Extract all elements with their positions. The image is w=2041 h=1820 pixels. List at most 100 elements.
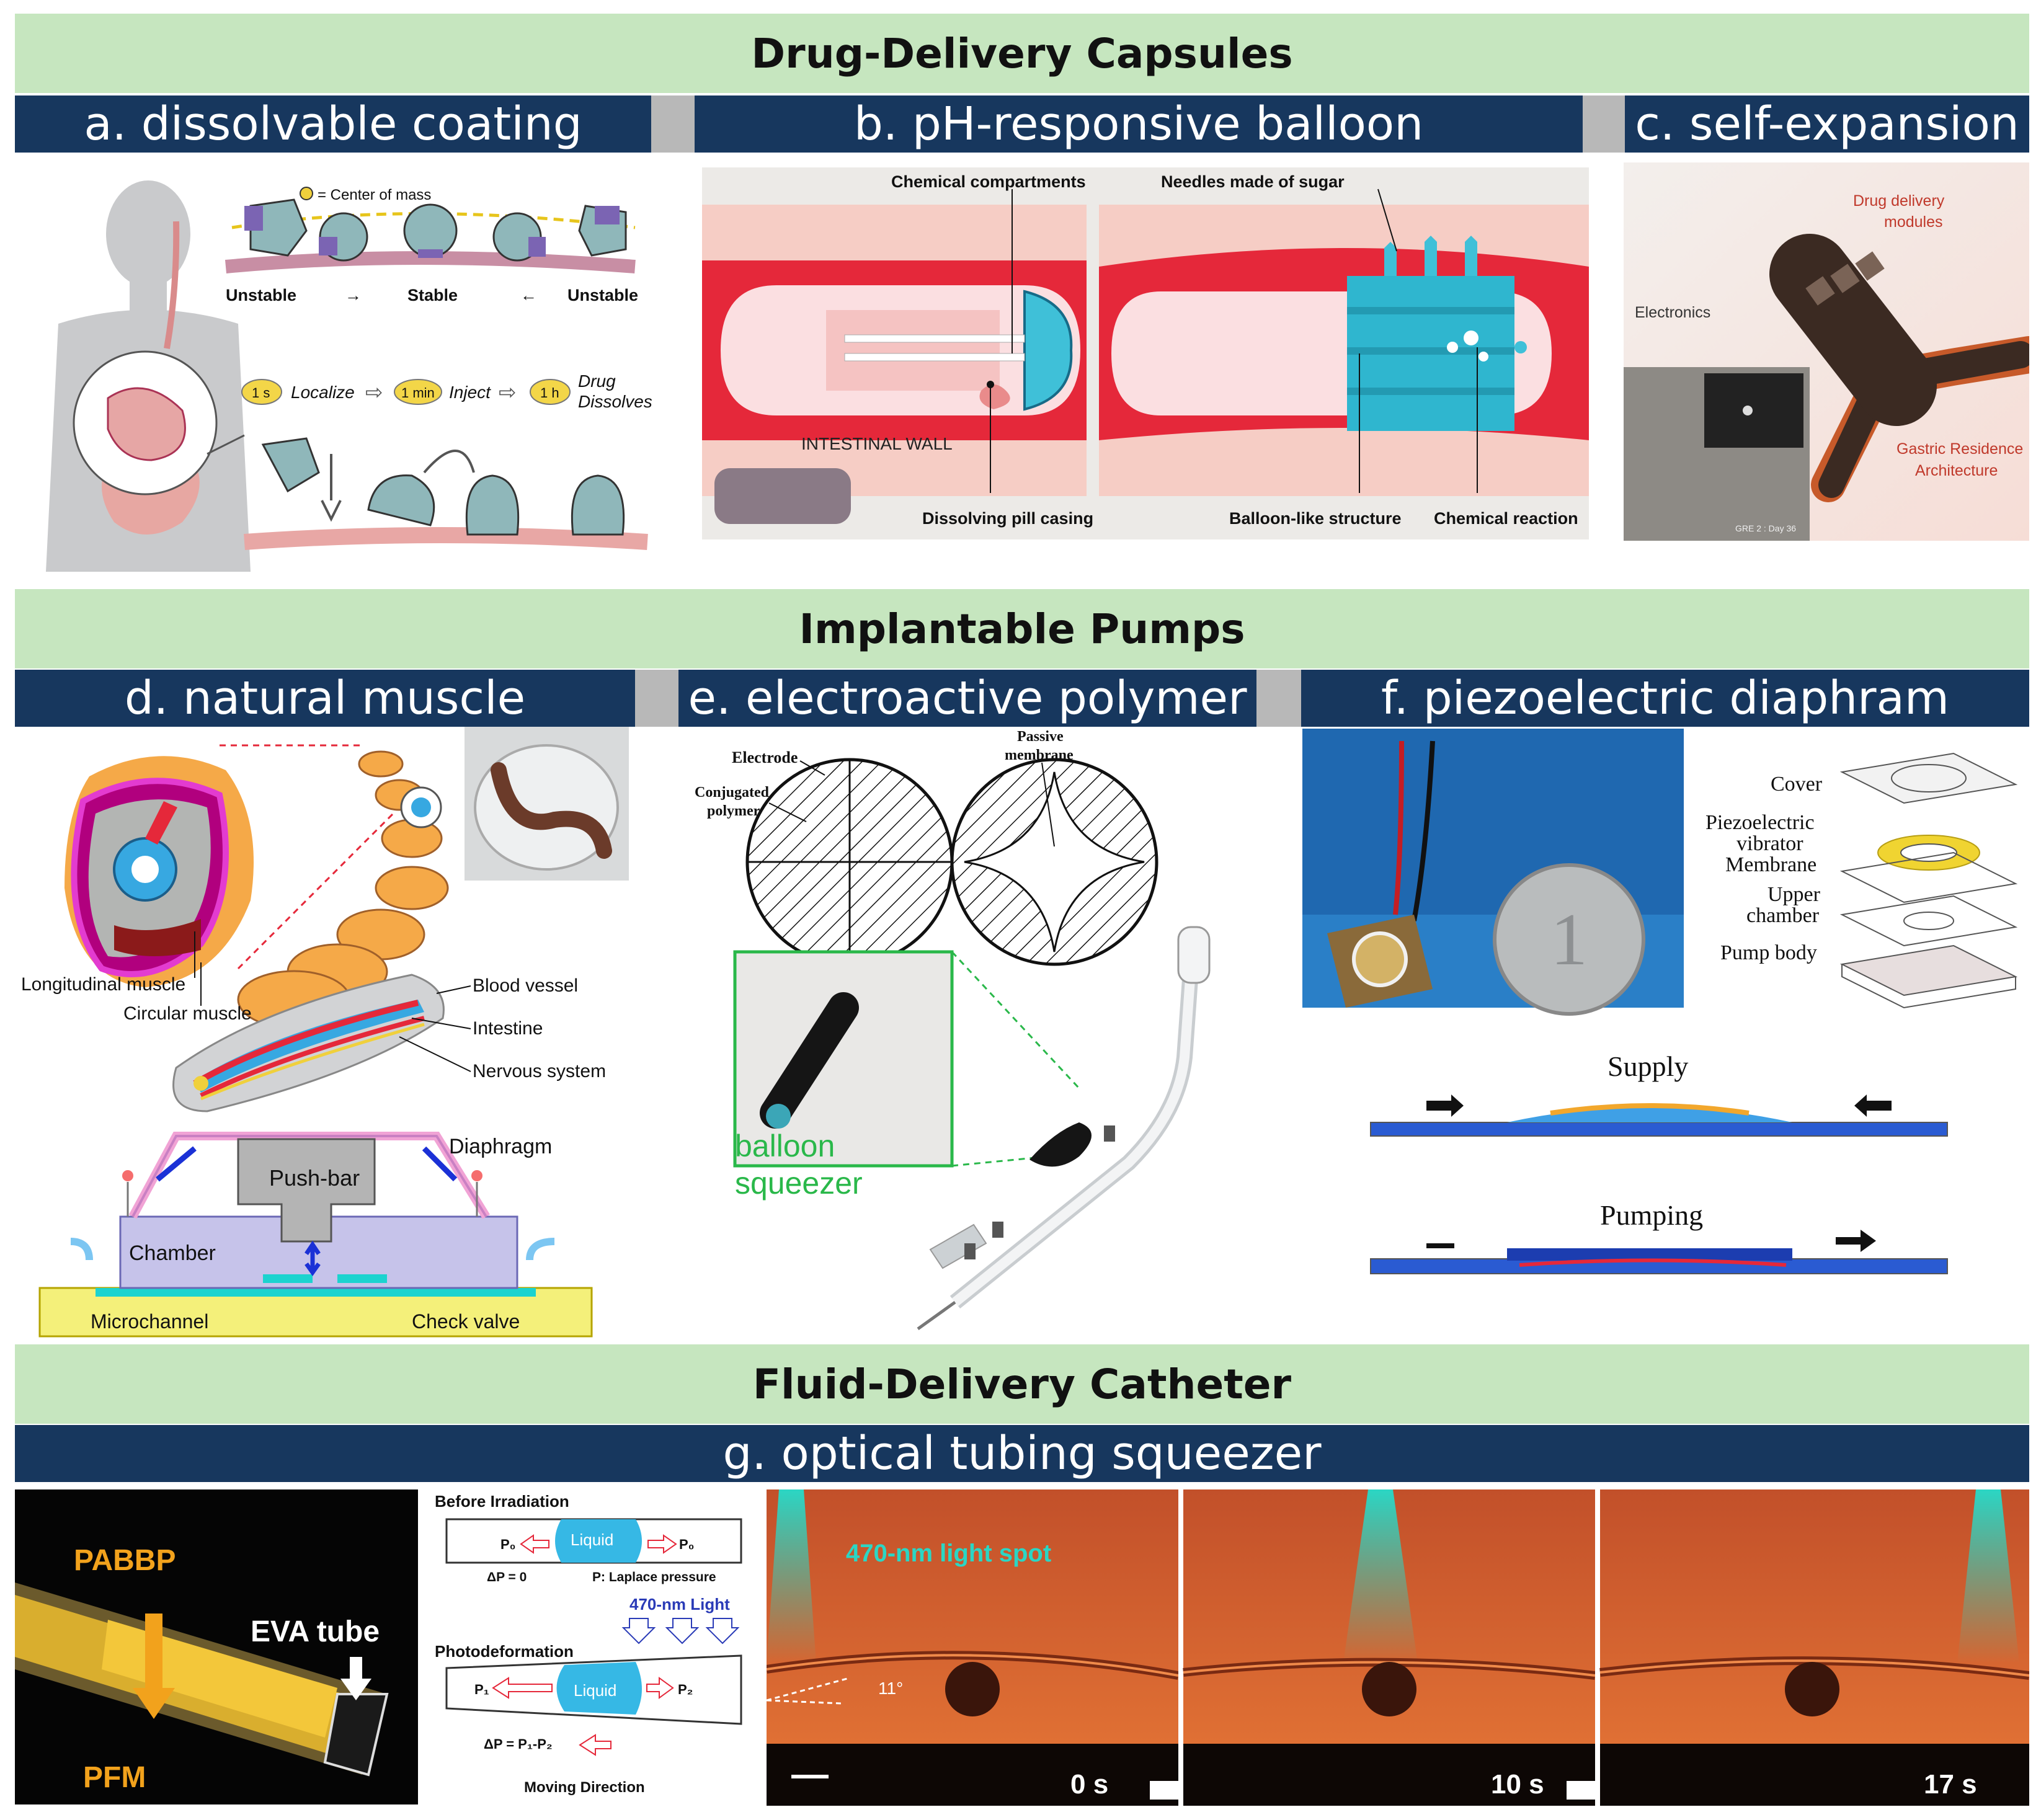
section-header-capsules: Drug-Delivery Capsules: [15, 14, 2029, 93]
panel-g-title: g. optical tubing squeezer: [15, 1425, 2029, 1482]
pabbp-label: PABBP: [74, 1544, 176, 1577]
conjugated-label-2: polymer: [707, 803, 760, 819]
capsule-left-scene: [702, 189, 1087, 524]
microchannel-label: Microchannel: [91, 1310, 208, 1333]
panel-title-text: f. piezoelectric diaphram: [1381, 672, 1949, 725]
liquid-label-2: Liquid: [574, 1681, 616, 1700]
unstable-right-label: Unstable: [567, 286, 638, 304]
panel-b-figure: Chemical compartments Needles made of su…: [702, 167, 1589, 539]
tissue-wall-top: [225, 251, 636, 273]
timelapse-svg: 470-nm light spot 11° 0 s 10 s 17 s: [767, 1489, 2029, 1806]
p1-label: P₁: [474, 1682, 489, 1697]
angle-label: 11°: [878, 1679, 903, 1698]
step3-label-1: Drug: [578, 371, 616, 391]
dp0-label: ΔP = 0: [487, 1570, 527, 1584]
panel-a-title: a. dissolvable coating: [15, 95, 651, 153]
p0-left-label: P₀: [500, 1537, 516, 1552]
stable-label: Stable: [407, 286, 458, 304]
piezo-label-2: vibrator: [1736, 832, 1803, 855]
worm-cross-section: [64, 756, 254, 987]
panel-d-title: d. natural muscle: [15, 670, 635, 727]
pump-body-label: Pump body: [1720, 941, 1817, 964]
section-header-pumps: Implantable Pumps: [15, 589, 2029, 668]
panel-g-timelapse: 470-nm light spot 11° 0 s 10 s 17 s: [767, 1489, 2029, 1806]
chemical-reaction-label: Chemical reaction: [1434, 509, 1578, 528]
upper-label-1: Upper: [1768, 883, 1821, 906]
panel-g-schematic: Before Irradiation Liquid P₀ P₀ ΔP = 0 P…: [431, 1488, 754, 1804]
panel-a-svg: = Center of mass Unstable → Stable ← Uns…: [46, 180, 652, 572]
intestine-label: Intestine: [473, 1018, 543, 1039]
stomach: [107, 387, 186, 461]
divider: [1583, 95, 1625, 153]
circular-label: Circular muscle: [123, 1003, 252, 1024]
panel-e-svg: Electrode Conjugated polymer Passive mem…: [695, 729, 1211, 1330]
p0-right-label: P₀: [679, 1537, 695, 1552]
frame-0s: [767, 1489, 1180, 1806]
panel-title-text: e. electroactive polymer: [688, 672, 1247, 725]
check-valve-label: Check valve: [412, 1310, 520, 1333]
pumping-label: Pumping: [1600, 1199, 1703, 1231]
capsule-right-scene: [1099, 189, 1589, 496]
worm-internal: [172, 974, 445, 1112]
svg-text:1: 1: [1550, 898, 1588, 980]
capsule-plates: [244, 206, 620, 258]
before-irradiation-label: Before Irradiation: [435, 1492, 569, 1511]
diaphragm-label: Diaphragm: [449, 1135, 552, 1158]
panel-d-figure: Longitudinal muscle Circular muscle Bloo…: [15, 727, 635, 1342]
section-title: Fluid-Delivery Catheter: [752, 1360, 1292, 1408]
pumping-simulation: [1370, 1230, 1948, 1274]
divider: [1256, 670, 1301, 727]
injection-sequence: [261, 437, 625, 536]
pfm-label: PFM: [83, 1761, 146, 1794]
center-of-mass-label: = Center of mass: [318, 187, 431, 203]
supply-label: Supply: [1607, 1050, 1688, 1082]
cover-label: Cover: [1771, 773, 1823, 796]
exploded-pump-view: [1839, 752, 2018, 1009]
membrane-label: Membrane: [1725, 853, 1816, 876]
electrode-label: Electrode: [732, 748, 798, 766]
panel-f-svg: 1 Cover Piezoelectric vibrator Membrane …: [1302, 729, 2018, 1274]
device-arms: [1769, 234, 2029, 502]
gastric-label-1: Gastric Residence: [1896, 440, 2023, 458]
panel-title-text: g. optical tubing squeezer: [723, 1427, 1322, 1480]
balloon-label-1: balloon: [735, 1129, 835, 1163]
polymer-diagram: [745, 758, 1158, 966]
time-10s-label: 10 s: [1491, 1769, 1544, 1800]
panel-f-figure: 1 Cover Piezoelectric vibrator Membrane …: [1302, 729, 2029, 1315]
panel-g-tube-photo: PABBP EVA tube PFM: [15, 1489, 418, 1804]
panel-c-title: c. self-expansion: [1625, 95, 2029, 153]
balloon-photo-inset: [733, 950, 954, 1168]
time-17s-label: 17 s: [1924, 1769, 1977, 1800]
chemical-compartments-label: Chemical compartments: [891, 172, 1086, 191]
passive-label-1: Passive: [1017, 729, 1064, 745]
frame-17s: [1599, 1489, 2029, 1806]
drug-modules-label-1: Drug delivery: [1853, 192, 1945, 210]
tissue-wall-bottom: [244, 527, 648, 550]
photodeformation-label: Photodeformation: [435, 1642, 574, 1661]
dissolving-casing-label: Dissolving pill casing: [922, 509, 1093, 528]
needles-label: Needles made of sugar: [1161, 172, 1345, 191]
longitudinal-label: Longitudinal muscle: [21, 974, 185, 995]
divider: [651, 95, 695, 153]
push-bar-label: Push-bar: [269, 1165, 360, 1191]
panel-c-svg: Drug delivery modules Electronics Gastri…: [1624, 162, 2029, 541]
svg-text:←: ←: [520, 286, 537, 304]
chamber-label: Chamber: [129, 1241, 216, 1265]
electronics-label: Electronics: [1635, 304, 1710, 321]
panel-b-title: b. pH-responsive balloon: [695, 95, 1583, 153]
balloon-label-2: squeezer: [735, 1166, 863, 1201]
piezo-label-1: Piezoelectric: [1705, 811, 1815, 834]
panel-title-text: c. self-expansion: [1635, 97, 2019, 151]
upper-label-2: chamber: [1746, 904, 1820, 927]
eva-tube-label: EVA tube: [251, 1615, 380, 1648]
panel-c-figure: Drug delivery modules Electronics Gastri…: [1624, 162, 2029, 541]
supply-simulation: [1370, 1094, 1948, 1137]
step1-time: 1 s: [252, 385, 270, 401]
svg-text:⇨: ⇨: [365, 381, 383, 404]
blood-vessel-label: Blood vessel: [473, 975, 578, 996]
passive-label-2: membrane: [1005, 747, 1074, 763]
legend-dot: [300, 187, 313, 200]
tube-photo-svg: PABBP EVA tube PFM: [15, 1544, 389, 1794]
step3-label-2: Dissolves: [578, 392, 652, 411]
gre-caption: GRE 2 : Day 36: [1735, 523, 1796, 533]
